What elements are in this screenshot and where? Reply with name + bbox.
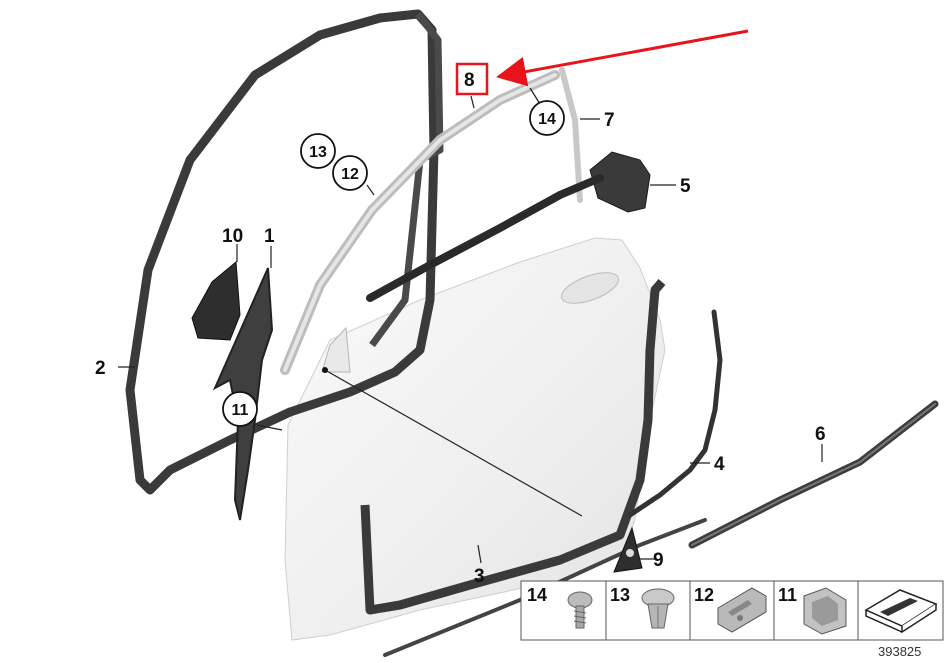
shim-plate-icon (864, 589, 938, 634)
belt-weatherstrip (366, 174, 604, 302)
rear-window-channel (559, 67, 583, 203)
table-cell-12-label: 12 (694, 585, 714, 605)
parts-table: 14 13 12 11 (520, 580, 944, 641)
document-id: 393825 (878, 644, 921, 659)
highlight-box (455, 62, 489, 96)
door-seal (360, 279, 666, 615)
table-cell-14-label: 14 (527, 585, 547, 605)
clip-icon (717, 587, 767, 633)
sill-strip (383, 518, 707, 657)
screw-icon (567, 591, 593, 629)
callout-11-circle: 11 (222, 391, 258, 427)
callout-12-circle: 12 (332, 155, 368, 191)
lower-edge-seal (627, 309, 723, 518)
nut-clip-icon (803, 587, 847, 635)
plastic-rivet-icon (641, 588, 675, 629)
svg-text:13: 13 (309, 144, 327, 161)
callout-5: 5 (680, 176, 691, 197)
outer-sill-strip (688, 400, 939, 549)
callout-13-circle: 13 (300, 133, 336, 169)
table-cell-11-label: 11 (778, 585, 797, 605)
callout-6: 6 (815, 424, 826, 445)
window-corner-piece (321, 326, 351, 373)
svg-text:14: 14 (538, 111, 556, 128)
callout-9: 9 (653, 550, 664, 571)
highlight-arrow (496, 29, 749, 87)
callout-4: 4 (714, 454, 725, 475)
callout-14-circle: 14 (529, 100, 565, 136)
callout-8: 8 (464, 70, 475, 91)
svg-text:12: 12 (341, 166, 359, 183)
leader-lines (118, 87, 823, 564)
door-handle-recess (561, 272, 619, 304)
callout-3: 3 (474, 566, 485, 587)
table-cell-13-label: 13 (610, 585, 630, 605)
window-bracket (589, 151, 651, 213)
callout-2: 2 (95, 358, 106, 379)
callout-10: 10 (222, 226, 243, 247)
mirror-seal (191, 260, 241, 341)
callout-7: 7 (604, 110, 615, 131)
svg-text:11: 11 (232, 402, 249, 419)
callout-1: 1 (264, 226, 275, 247)
